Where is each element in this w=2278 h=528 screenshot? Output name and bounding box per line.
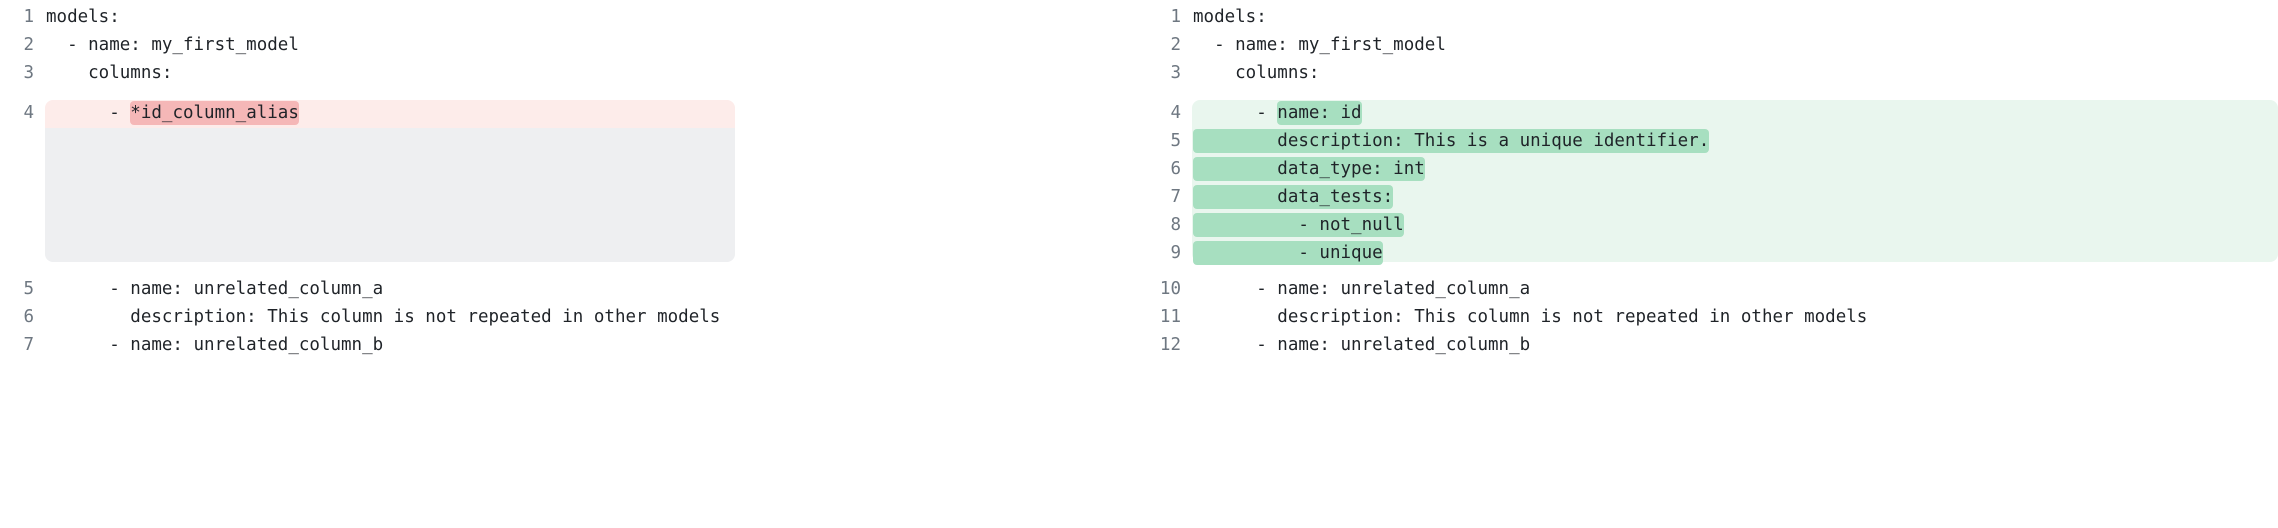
line-number: 2	[23, 35, 34, 55]
code-text: - not_null	[1193, 212, 1404, 239]
code-line[interactable]: 10 - name: unrelated_column_a	[1139, 276, 2278, 303]
line-number: 9	[1170, 243, 1181, 263]
code-text: - name: id	[1193, 100, 1362, 127]
code-cell[interactable]: - name: unrelated_column_b	[1193, 332, 2278, 359]
code-text: - name: my_first_model	[46, 35, 299, 55]
line-number: 6	[1170, 159, 1181, 179]
code-text: - name: unrelated_column_b	[46, 335, 384, 355]
code-text: - name: unrelated_column_b	[1193, 335, 1531, 355]
code-text: data_tests:	[1193, 184, 1394, 211]
code-cell[interactable]: models:	[1193, 4, 2278, 31]
code-line[interactable]: 6 description: This column is not repeat…	[0, 304, 1139, 331]
code-text: description: This column is not repeated…	[46, 307, 721, 327]
line-number: 7	[23, 335, 34, 355]
added-token: data_tests:	[1193, 185, 1394, 209]
added-token: - unique	[1193, 241, 1383, 265]
line-number: 5	[23, 279, 34, 299]
line-number: 11	[1159, 307, 1181, 327]
code-text: columns:	[1193, 63, 1320, 83]
added-token: - not_null	[1193, 213, 1404, 237]
code-line-added[interactable]: 9 - unique	[1139, 240, 2278, 267]
code-cell[interactable]: columns:	[46, 60, 1139, 87]
code-text: - unique	[1193, 240, 1383, 267]
code-line[interactable]: 1 models:	[1139, 4, 2278, 31]
code-line-added[interactable]: 5 description: This is a unique identifi…	[1139, 128, 2278, 155]
code-text: models:	[1193, 7, 1267, 27]
line-number: 4	[23, 103, 34, 123]
line-number: 6	[23, 307, 34, 327]
code-line-added[interactable]: 8 - not_null	[1139, 212, 2278, 239]
code-prefix: -	[1193, 103, 1278, 123]
added-token: name: id	[1277, 101, 1362, 125]
code-cell[interactable]: description: This column is not repeated…	[1193, 304, 2278, 331]
code-cell[interactable]: - name: unrelated_column_a	[1193, 276, 2278, 303]
added-token: data_type: int	[1193, 157, 1425, 181]
code-line[interactable]: 2 - name: my_first_model	[1139, 32, 2278, 59]
code-cell[interactable]: - unique	[1193, 240, 2278, 267]
code-text: - name: my_first_model	[1193, 35, 1446, 55]
line-number: 8	[1170, 215, 1181, 235]
code-line[interactable]: 12 - name: unrelated_column_b	[1139, 332, 2278, 359]
code-text: - name: unrelated_column_a	[1193, 279, 1531, 299]
code-cell[interactable]: description: This column is not repeated…	[46, 304, 1139, 331]
diff-pane-after: 1 models: 2 - name: my_first_model 3 col…	[1139, 0, 2278, 528]
line-number: 4	[1170, 103, 1181, 123]
code-text: description: This column is not repeated…	[1193, 307, 1868, 327]
code-line-added[interactable]: 7 data_tests:	[1139, 184, 2278, 211]
code-line[interactable]: 1 models:	[0, 4, 1139, 31]
code-line-added[interactable]: 6 data_type: int	[1139, 156, 2278, 183]
code-line[interactable]: 3 columns:	[1139, 60, 2278, 87]
line-number: 3	[1170, 63, 1181, 83]
code-line[interactable]: 7 - name: unrelated_column_b	[0, 332, 1139, 359]
code-text: - name: unrelated_column_a	[46, 279, 384, 299]
added-token: description: This is a unique identifier…	[1193, 129, 1710, 153]
code-text: - *id_column_alias	[46, 100, 299, 127]
code-cell[interactable]: - name: my_first_model	[1193, 32, 2278, 59]
diff-pane-before: 1 models: 2 - name: my_first_model 3 col…	[0, 4, 1139, 359]
code-cell[interactable]: columns:	[1193, 60, 2278, 87]
code-line-added[interactable]: 4 - name: id	[1139, 100, 2278, 127]
code-text: data_type: int	[1193, 156, 1425, 183]
code-text: models:	[46, 7, 120, 27]
code-cell[interactable]: - name: id	[1193, 100, 2278, 127]
code-line-deleted[interactable]: 4 - *id_column_alias	[0, 100, 1139, 127]
code-line[interactable]: 11 description: This column is not repea…	[1139, 304, 2278, 331]
line-number: 10	[1159, 279, 1181, 299]
diff-spacer-block	[45, 128, 735, 262]
line-number: 1	[23, 7, 34, 27]
line-number: 1	[1170, 7, 1181, 27]
code-text: description: This is a unique identifier…	[1193, 128, 1710, 155]
code-line[interactable]: 5 - name: unrelated_column_a	[0, 276, 1139, 303]
code-line[interactable]: 2 - name: my_first_model	[0, 32, 1139, 59]
code-cell[interactable]: - not_null	[1193, 212, 2278, 239]
deleted-token: *id_column_alias	[130, 101, 299, 125]
code-cell[interactable]: - name: unrelated_column_b	[46, 332, 1139, 359]
code-line[interactable]: 3 columns:	[0, 60, 1139, 87]
line-number: 7	[1170, 187, 1181, 207]
line-number: 3	[23, 63, 34, 83]
code-cell[interactable]: - *id_column_alias	[46, 100, 1139, 127]
line-number: 2	[1170, 35, 1181, 55]
code-cell[interactable]: description: This is a unique identifier…	[1193, 128, 2278, 155]
code-cell[interactable]: models:	[46, 4, 1139, 31]
line-number: 12	[1159, 335, 1181, 355]
line-number: 5	[1170, 131, 1181, 151]
code-prefix: -	[46, 103, 131, 123]
code-text: columns:	[46, 63, 173, 83]
code-cell[interactable]: - name: unrelated_column_a	[46, 276, 1139, 303]
code-cell[interactable]: data_type: int	[1193, 156, 2278, 183]
code-cell[interactable]: - name: my_first_model	[46, 32, 1139, 59]
code-cell[interactable]: data_tests:	[1193, 184, 2278, 211]
